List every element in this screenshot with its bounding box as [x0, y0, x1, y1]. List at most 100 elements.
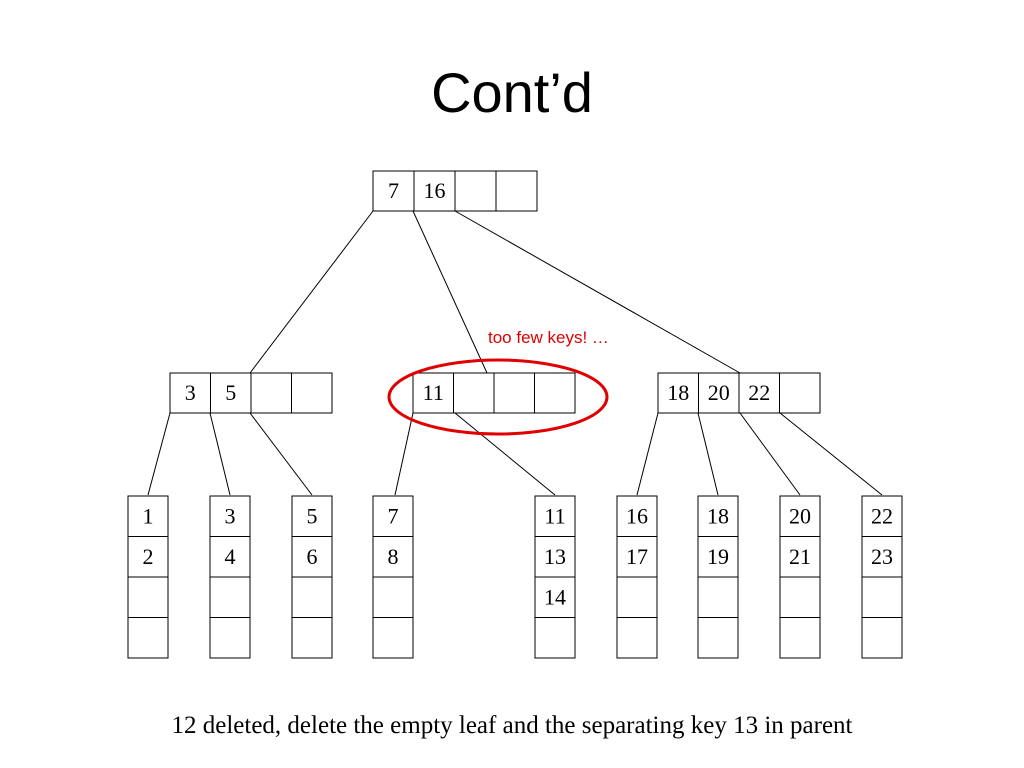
- key-cell: [454, 170, 497, 212]
- leaf-cell: [127, 536, 169, 578]
- leaf-cell: [616, 576, 658, 618]
- internal-node-middle: 11: [412, 372, 576, 414]
- leaf-cell: [861, 536, 903, 578]
- leaf-value: 13: [544, 544, 566, 569]
- leaf-node: 22 23: [861, 495, 903, 659]
- leaf-cell: [291, 536, 333, 578]
- tree-edge: [454, 412, 556, 496]
- key-label: 11: [423, 380, 444, 405]
- tree-edge: [249, 412, 313, 496]
- leaf-cell: [372, 576, 414, 618]
- leaf-cell: [209, 576, 251, 618]
- key-label: 3: [185, 380, 196, 405]
- key-cell: [210, 372, 252, 414]
- leaf-value: 11: [544, 503, 565, 528]
- key-label: 20: [708, 380, 730, 405]
- leaf-value: 22: [871, 503, 893, 528]
- key-cell: [412, 372, 454, 414]
- tree-edge: [454, 210, 741, 374]
- leaf-node: 34: [209, 495, 251, 659]
- tree-edge: [697, 412, 719, 496]
- tree-edge: [249, 210, 374, 374]
- leaf-cell: [861, 576, 903, 618]
- leaf-cell: [209, 536, 251, 578]
- leaf-value: 4: [225, 544, 236, 569]
- key-cell: [534, 372, 576, 414]
- leaf-cell: [372, 536, 414, 578]
- key-cell: [453, 372, 495, 414]
- caption: 12 deleted, delete the empty leaf and th…: [171, 712, 853, 739]
- key-cell: [413, 170, 456, 212]
- key-cell: [495, 170, 538, 212]
- tree-edge: [209, 412, 231, 496]
- leaf-cell: [127, 495, 169, 537]
- annotation: too few keys! …: [387, 328, 609, 436]
- leaf-value: 2: [143, 544, 154, 569]
- leaf-value: 3: [225, 503, 236, 528]
- leaf-node: 56: [291, 495, 333, 659]
- leaf-node: 78: [372, 495, 414, 659]
- leaf-cell: [127, 617, 169, 659]
- key-label: 7: [388, 178, 399, 203]
- key-cell: [657, 372, 699, 414]
- leaf-value: 7: [388, 503, 399, 528]
- leaf-cell: [861, 495, 903, 537]
- leaf-value: 19: [707, 544, 729, 569]
- leaf-cell: [779, 617, 821, 659]
- leaf-cell: [534, 617, 576, 659]
- leaf-cell: [291, 617, 333, 659]
- leaf-cell: [209, 617, 251, 659]
- leaf-value: 21: [789, 544, 811, 569]
- key-cell: [779, 372, 821, 414]
- page-title: Cont’d: [431, 61, 593, 124]
- leaf-cell: [779, 495, 821, 537]
- leaf-value: 5: [307, 503, 318, 528]
- leaf-cell: [697, 536, 739, 578]
- key-cell: [291, 372, 333, 414]
- leaf-cell: [779, 576, 821, 618]
- leaf-value: 1: [143, 503, 154, 528]
- root-node: 7 16: [372, 170, 538, 212]
- key-label: 22: [748, 380, 770, 405]
- leaf-value: 16: [626, 503, 648, 528]
- tree-edge: [147, 412, 171, 496]
- leaf-cell: [616, 536, 658, 578]
- tree-edge: [412, 210, 488, 374]
- key-cell: [738, 372, 780, 414]
- leaf-cell: [534, 495, 576, 537]
- leaf-cell: [616, 617, 658, 659]
- leaf-value: 23: [871, 544, 893, 569]
- tree-edge: [779, 412, 883, 496]
- tree-edge: [636, 412, 659, 496]
- leaf-cell: [372, 495, 414, 537]
- leaf-cell: [534, 576, 576, 618]
- tree-edges: [147, 210, 883, 496]
- leaf-value: 20: [789, 503, 811, 528]
- key-label: 18: [667, 380, 689, 405]
- leaf-cell: [372, 617, 414, 659]
- leaf-cell: [697, 495, 739, 537]
- leaf-value: 14: [544, 584, 566, 609]
- leaf-node: 11 13 14: [534, 495, 576, 659]
- leaf-cell: [291, 495, 333, 537]
- key-label: 16: [424, 178, 446, 203]
- note-text: too few keys! …: [488, 328, 609, 347]
- leaf-cell: [291, 576, 333, 618]
- key-cell: [372, 170, 415, 212]
- key-cell: [493, 372, 535, 414]
- key-label: 5: [225, 380, 236, 405]
- highlight-ellipse: [387, 358, 609, 436]
- leaf-value: 18: [707, 503, 729, 528]
- tree-edge: [739, 412, 801, 496]
- key-cell: [169, 372, 211, 414]
- leaf-cell: [534, 536, 576, 578]
- tree-edge: [394, 412, 414, 496]
- leaf-cell: [616, 495, 658, 537]
- leaf-node: 12: [127, 495, 169, 659]
- leaf-value: 6: [307, 544, 318, 569]
